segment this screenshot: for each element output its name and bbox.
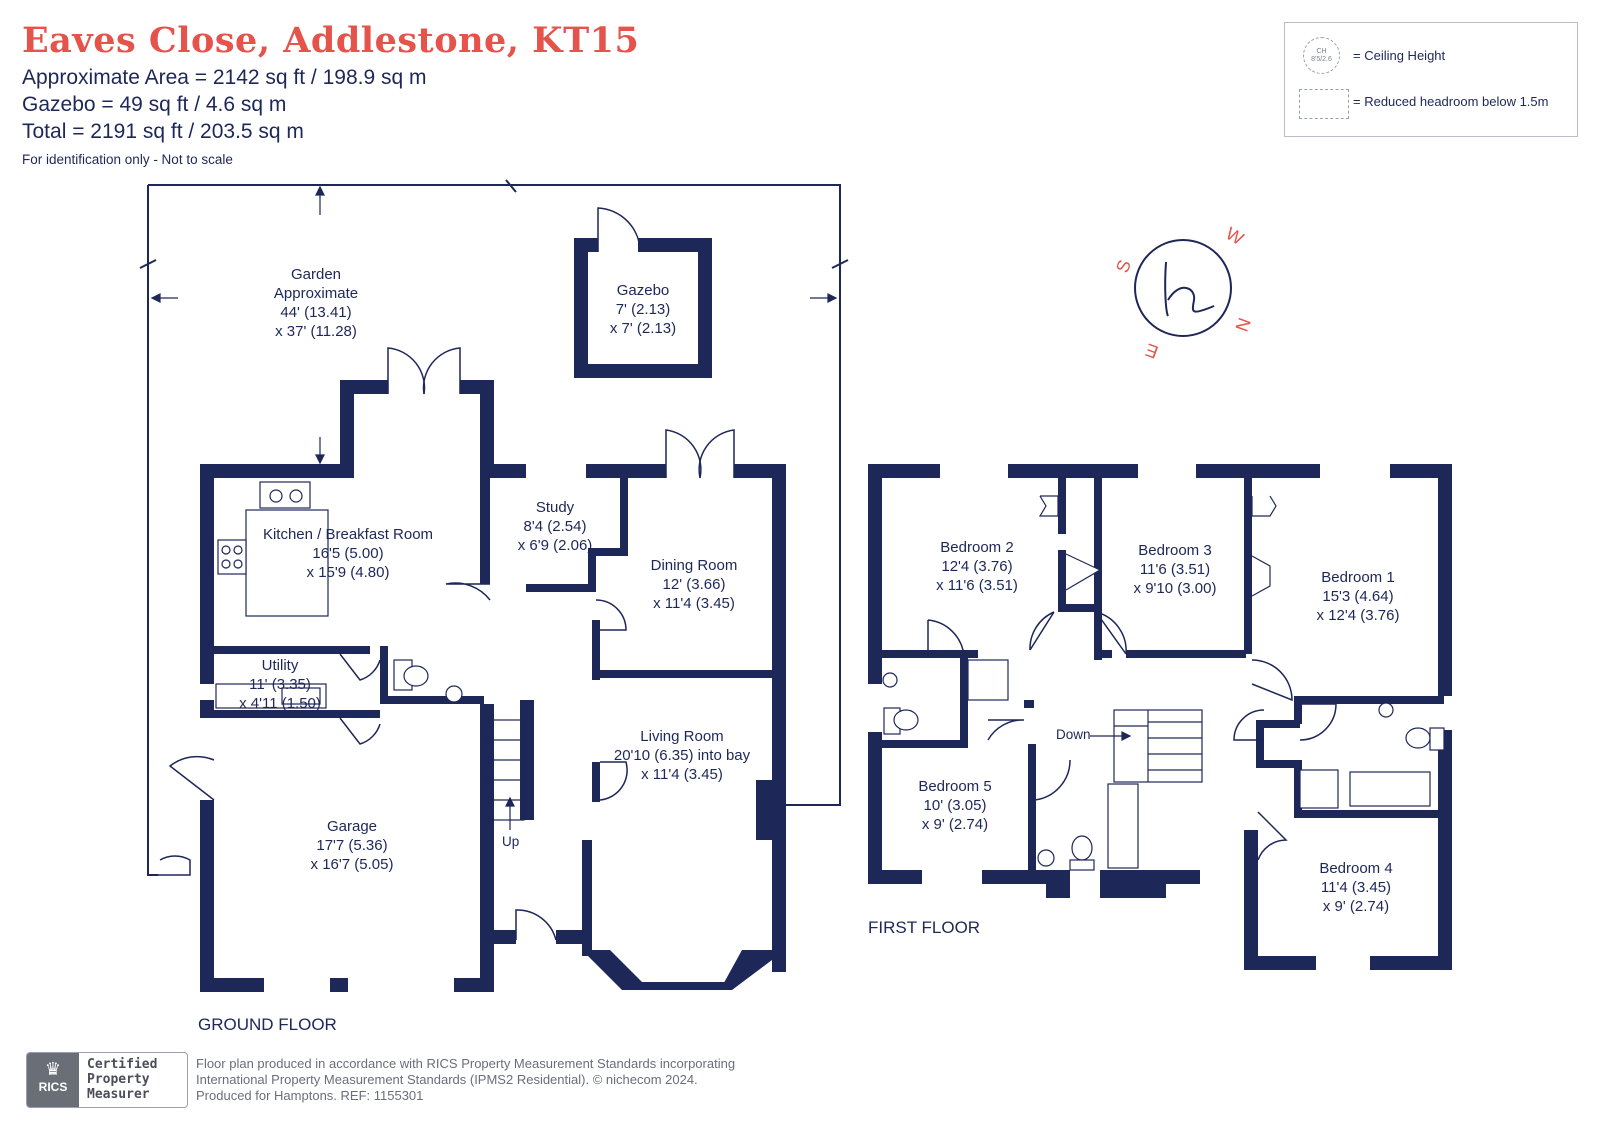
gazebo-area: Gazebo = 49 sq ft / 4.6 sq m <box>22 93 287 116</box>
scale-note: For identification only - Not to scale <box>22 152 233 167</box>
footer-line-1: Floor plan produced in accordance with R… <box>196 1056 736 1071</box>
ceiling-height-label: = Ceiling Height <box>1353 48 1446 63</box>
page-title: Eaves Close, Addlestone, KT15 <box>22 20 640 61</box>
reduced-headroom-symbol <box>1299 89 1349 119</box>
reduced-headroom-label: = Reduced headroom below 1.5m <box>1353 94 1549 109</box>
first-floor-fixtures <box>882 495 1445 871</box>
footer-line-2: International Property Measurement Stand… <box>196 1072 698 1087</box>
lion-icon: ♛ <box>44 1059 62 1079</box>
ground-floor-label: GROUND FLOOR <box>198 1015 337 1034</box>
first-floor-label: FIRST FLOOR <box>868 918 981 937</box>
dimension-arrows <box>150 185 838 465</box>
rics-logo: ♛RICS <box>27 1053 79 1107</box>
stairs-up-label: Up <box>502 834 520 849</box>
first-floor-doors <box>927 611 1337 861</box>
gazebo-walls <box>574 207 712 378</box>
ground-floor-fixtures <box>215 481 525 830</box>
approximate-area: Approximate Area = 2142 sq ft / 198.9 sq… <box>22 66 427 89</box>
total-area: Total = 2191 sq ft / 203.5 sq m <box>22 120 304 143</box>
compass <box>1134 239 1232 337</box>
ground-floor-walls <box>200 380 786 992</box>
ground-floor-doors <box>150 347 735 941</box>
footer-line-3: Produced for Hamptons. REF: 1155301 <box>196 1088 424 1103</box>
stairs-down-label: Down <box>1056 727 1091 742</box>
first-floor-walls <box>868 464 1452 970</box>
